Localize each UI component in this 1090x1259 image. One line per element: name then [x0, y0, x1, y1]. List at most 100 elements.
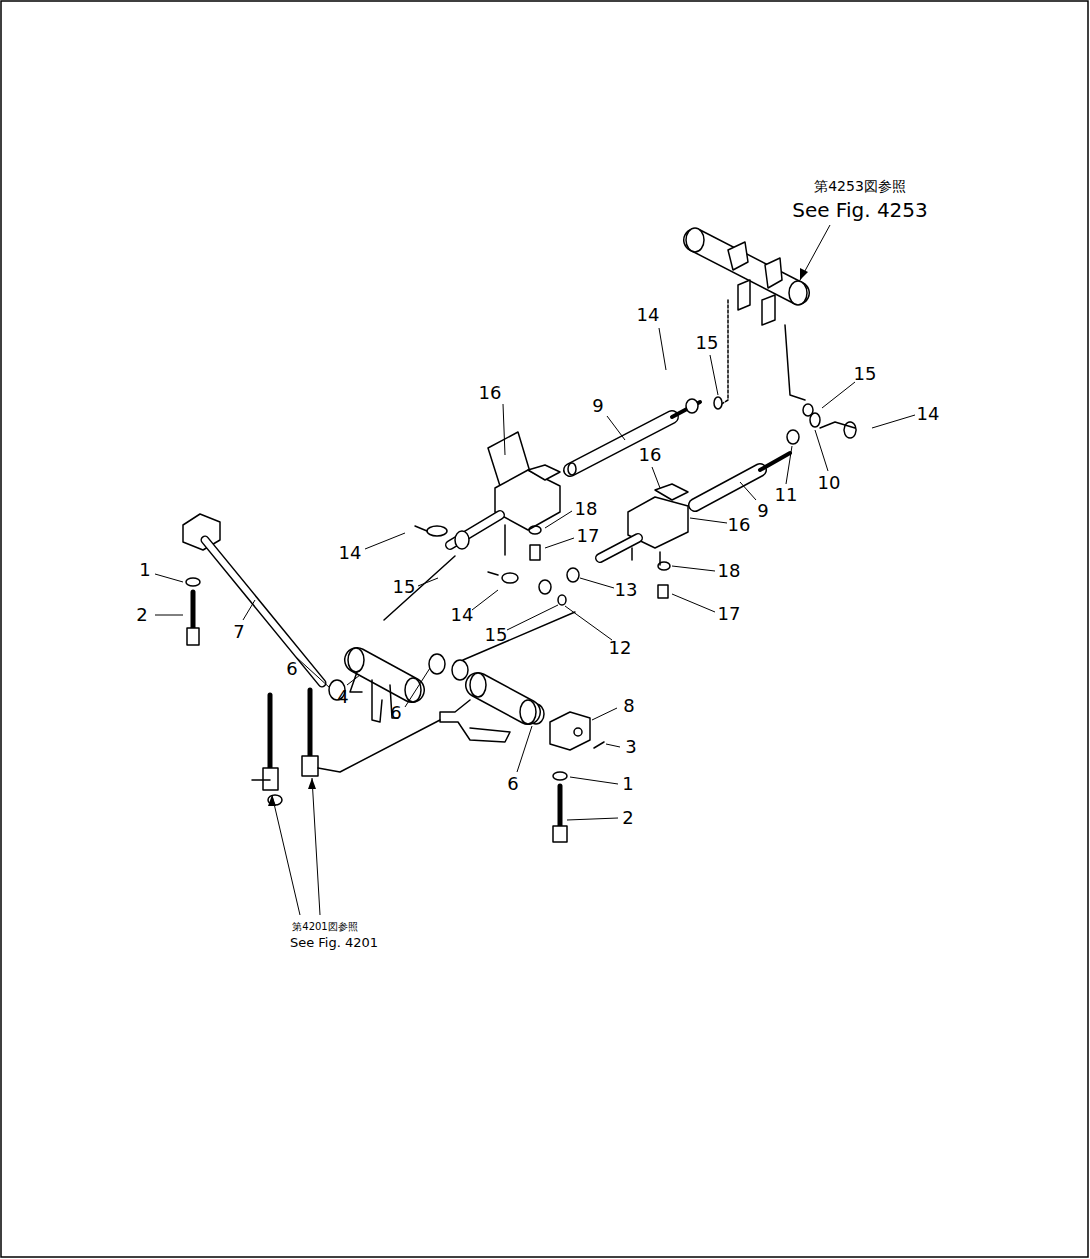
illustration-stroke: [455, 531, 469, 549]
illustration-stroke: [631, 548, 633, 560]
illustration-stroke: [815, 430, 828, 471]
illustration-stroke: [690, 518, 727, 523]
illustration-stroke: [415, 526, 427, 531]
illustration-stroke: [740, 482, 756, 500]
callout-number: 16: [728, 515, 751, 535]
callout-number: 2: [136, 605, 147, 625]
illustration-stroke: [502, 573, 518, 583]
illustration-stroke: [252, 779, 270, 781]
callout-number: 15: [393, 577, 416, 597]
callout-number: 6: [507, 774, 518, 794]
illustration-stroke: [785, 325, 805, 400]
illustration-stroke: [308, 778, 316, 789]
illustration-stroke: [565, 606, 612, 640]
illustration-stroke: [183, 228, 856, 842]
illustration-stroke: [787, 430, 799, 444]
illustration-stroke: [738, 280, 750, 310]
illustration-stroke: [520, 700, 536, 724]
reference-note: See Fig. 4201: [290, 936, 378, 950]
callout-number: 2: [622, 808, 633, 828]
illustration-stroke: [567, 568, 579, 582]
illustration-stroke: [365, 533, 405, 549]
illustration-stroke: [686, 399, 698, 413]
illustration-stroke: [570, 417, 672, 470]
illustration-stroke: [558, 786, 563, 830]
illustration-stroke: [243, 600, 255, 620]
illustration-stroke: [607, 416, 625, 440]
illustration-stroke: [606, 744, 620, 747]
illustration-stroke: [652, 467, 660, 488]
illustration-stroke: [686, 228, 704, 252]
callout-number: 14: [637, 305, 660, 325]
illustration-stroke: [528, 465, 560, 480]
illustration-stroke: [350, 672, 362, 692]
illustration-stroke: [672, 566, 715, 571]
illustration-stroke: [488, 572, 498, 575]
callout-number: 15: [485, 625, 508, 645]
illustration-stroke: [463, 612, 575, 660]
callout-number: 14: [451, 605, 474, 625]
illustration-stroke: [714, 397, 722, 409]
illustration-stroke: [570, 417, 672, 470]
illustration-stroke: [822, 382, 855, 408]
callout-number: 16: [639, 445, 662, 465]
illustration-stroke: [545, 511, 572, 528]
illustration-stroke: [302, 756, 318, 776]
illustration-stroke: [155, 574, 183, 582]
illustration-stroke: [803, 404, 813, 416]
illustration-stroke: [800, 268, 808, 280]
illustration-stroke: [550, 712, 590, 750]
illustration-stroke: [308, 690, 313, 760]
illustration-stroke: [517, 726, 532, 772]
reference-note: 第4201図参照: [292, 921, 357, 932]
callout-number: 12: [609, 638, 632, 658]
illustration-stroke: [186, 578, 200, 586]
illustration-stroke: [655, 484, 688, 500]
callout-number: 16: [479, 383, 502, 403]
illustration-stroke: [503, 404, 505, 455]
callout-number: 3: [625, 737, 636, 757]
illustration-stroke: [504, 525, 506, 555]
illustration-stroke: [440, 700, 510, 742]
illustration-stroke: [348, 648, 364, 672]
callout-number: 15: [696, 333, 719, 353]
illustration-stroke: [695, 470, 760, 505]
callout-number: 9: [592, 396, 603, 416]
illustration-stroke: [872, 415, 915, 428]
illustration-stroke: [539, 580, 551, 594]
callout-number: 13: [615, 580, 638, 600]
illustration-stroke: [268, 795, 282, 805]
illustration-stroke: [296, 657, 330, 688]
illustration-stroke: [800, 225, 830, 280]
illustration-stroke: [312, 778, 320, 915]
illustration-stroke: [495, 470, 560, 530]
illustration-stroke: [567, 818, 618, 820]
illustration-stroke: [820, 422, 856, 438]
illustration-stroke: [347, 675, 360, 685]
illustration-stroke: [710, 355, 718, 395]
illustration-stroke: [405, 678, 421, 702]
illustration-stroke: [427, 526, 447, 536]
illustration-stroke: [558, 595, 566, 605]
illustration-stroke: [553, 772, 567, 780]
illustration-stroke: [268, 268, 808, 806]
illustration-stroke: [720, 300, 728, 405]
callout-number: 1: [622, 774, 633, 794]
illustration-stroke: [570, 777, 618, 784]
callout-number: 8: [623, 696, 634, 716]
illustration-stroke: [545, 538, 574, 548]
illustration-stroke: [765, 258, 782, 288]
callout-number: 17: [577, 526, 600, 546]
illustration-stroke: [695, 470, 760, 505]
callout-number: 15: [854, 364, 877, 384]
callout-number: 18: [718, 561, 741, 581]
reference-note: See Fig. 4253: [792, 199, 928, 221]
illustration-stroke: [357, 660, 412, 690]
callout-number: 10: [818, 473, 841, 493]
illustration-stroke: [530, 545, 540, 560]
illustration-stroke: [155, 225, 915, 915]
illustration-stroke: [659, 328, 666, 370]
illustration-stroke: [786, 446, 792, 484]
illustration-stroke: [155, 615, 183, 616]
